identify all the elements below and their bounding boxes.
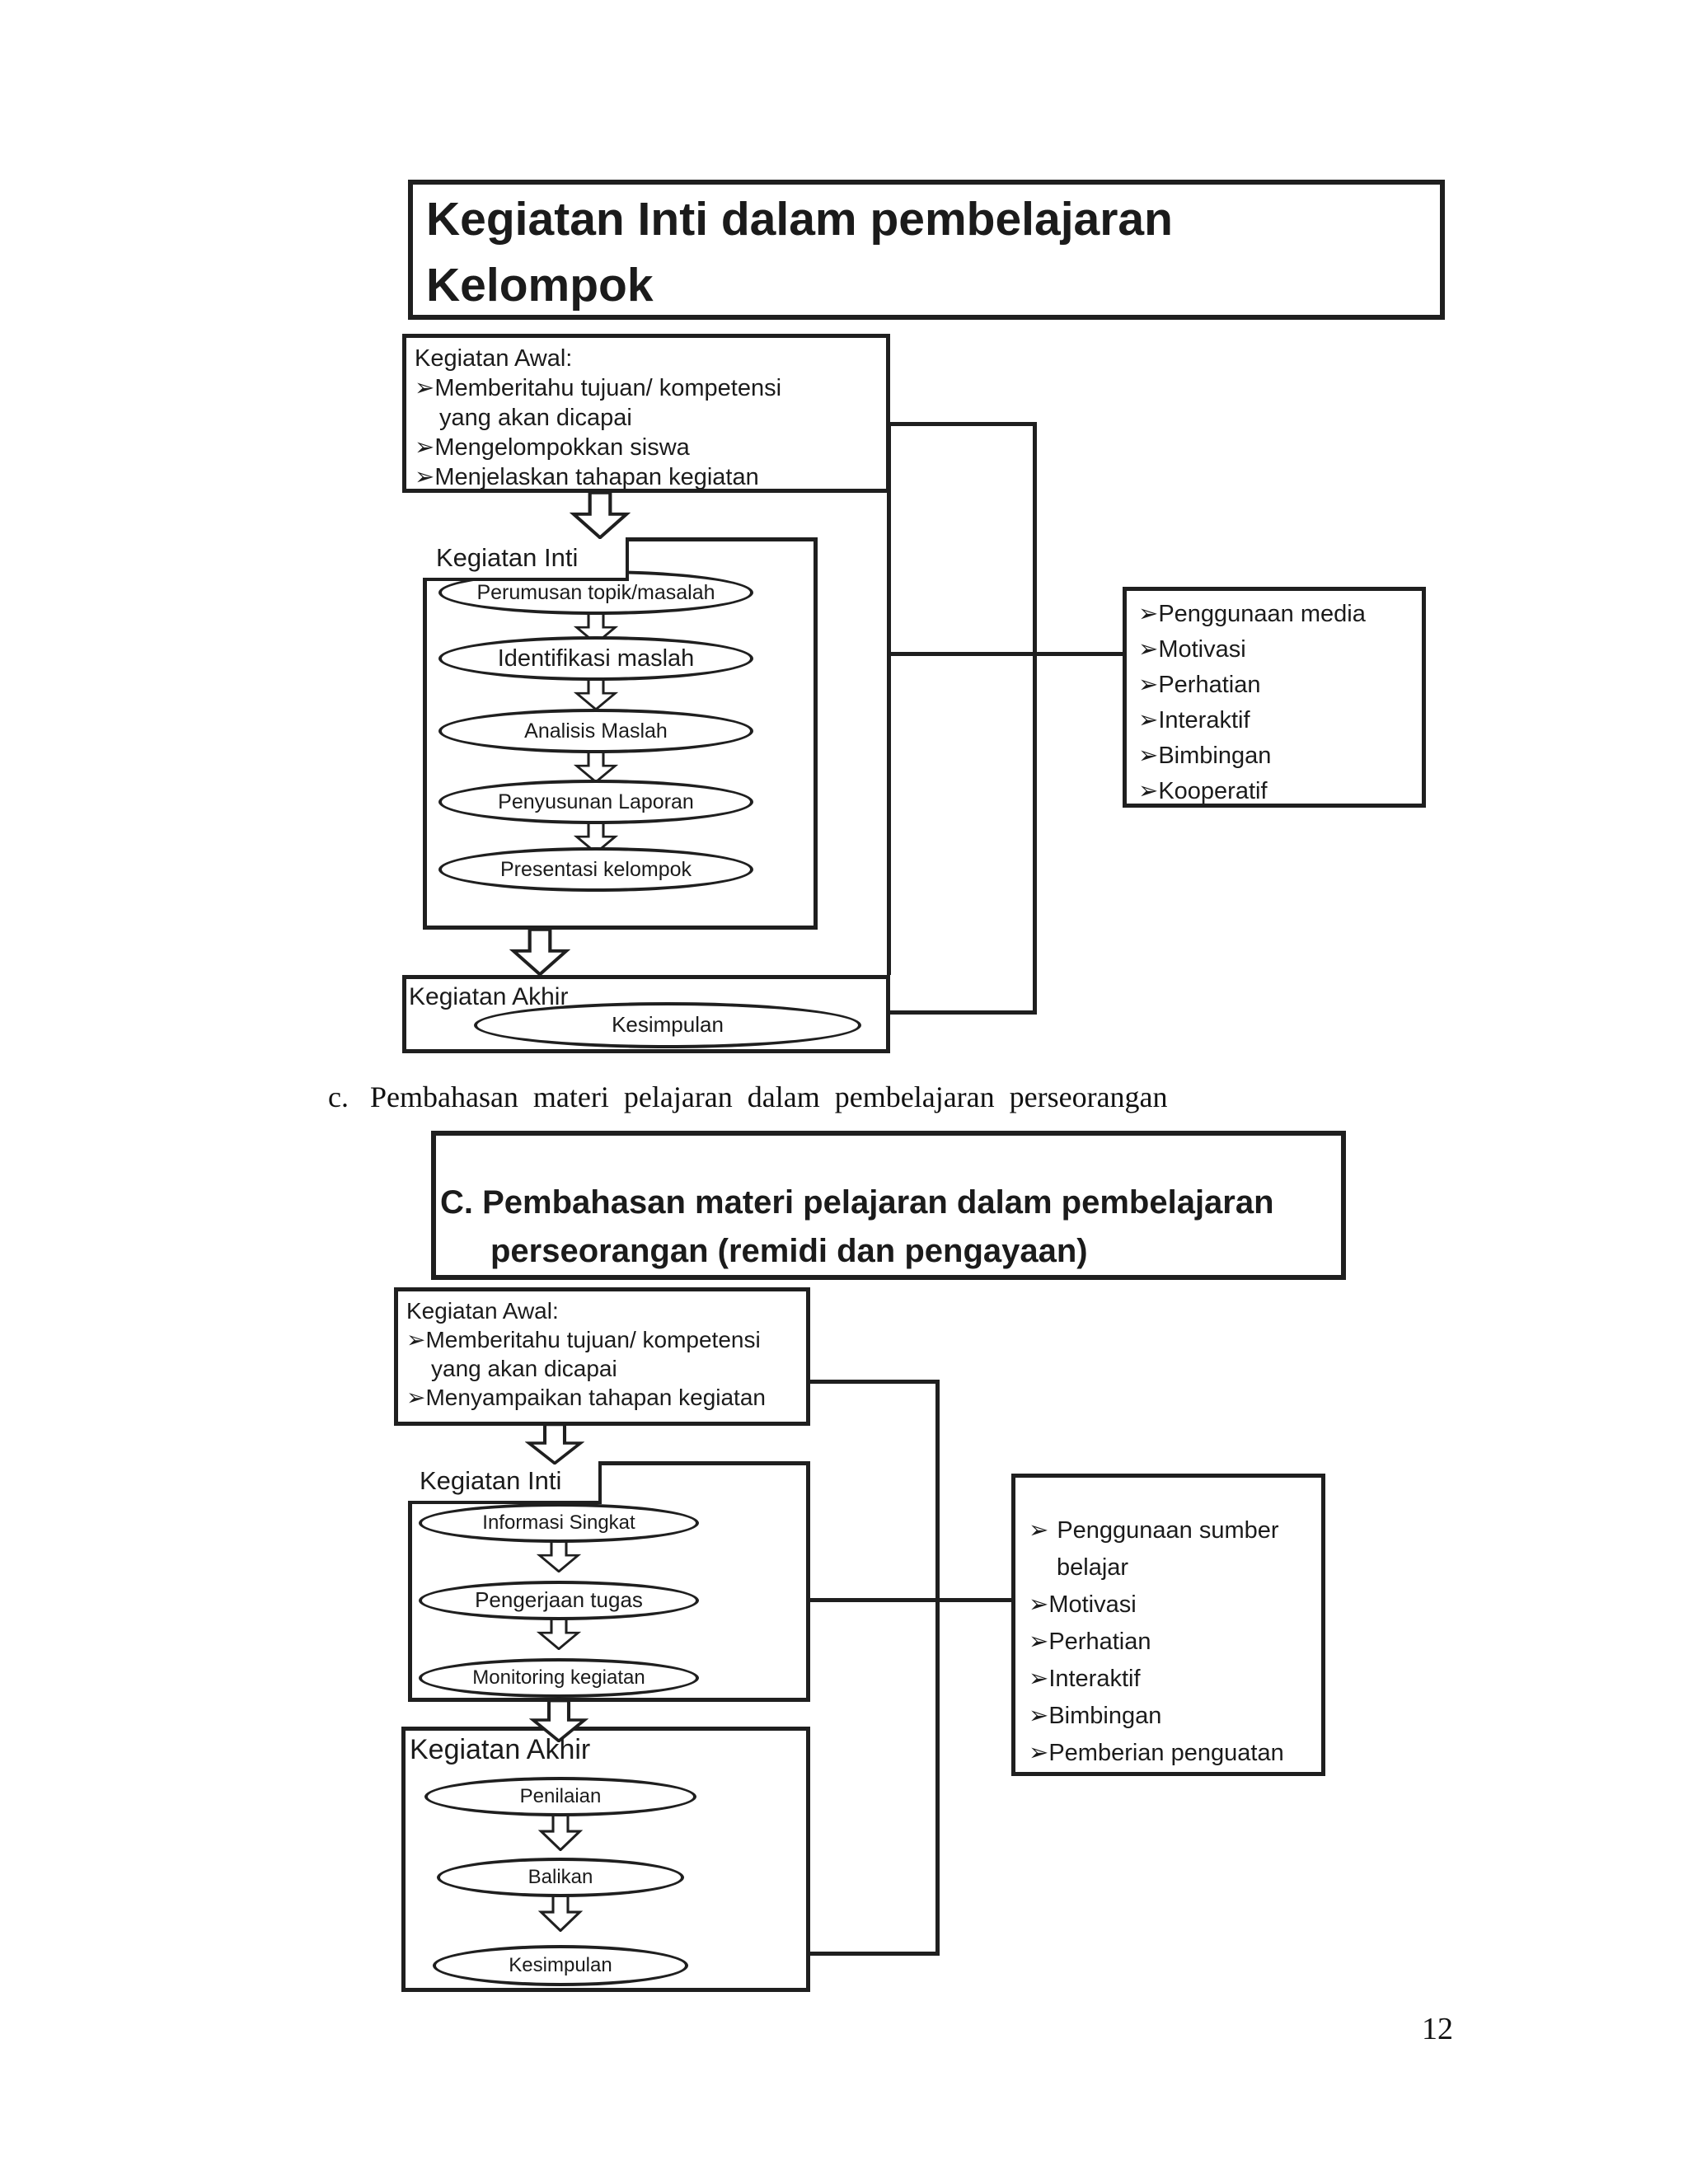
d1-title-line2: Kelompok bbox=[426, 259, 654, 312]
bullet-icon: ➢ bbox=[1138, 743, 1159, 769]
list-item: ➢Menyampaikan tahapan kegiatan bbox=[406, 1385, 766, 1410]
bullet-icon: ➢ bbox=[1029, 1703, 1049, 1729]
d2-kegiatan-awal-label: Kegiatan Awal: bbox=[406, 1298, 559, 1324]
bullet-icon: ➢ bbox=[1029, 1740, 1049, 1766]
d1-step-ellipse: Presentasi kelompok bbox=[438, 847, 753, 892]
bullet-icon: ➢ bbox=[415, 375, 435, 401]
d1-connector-rail-left bbox=[887, 422, 891, 975]
list-item: ➢Memberitahu tujuan/ kompetensi yang aka… bbox=[406, 1327, 761, 1381]
list-item: ➢Motivasi bbox=[1029, 1591, 1137, 1618]
down-arrow-icon bbox=[570, 491, 631, 539]
d1-step-ellipse: Analisis Maslah bbox=[438, 709, 753, 753]
d2-akhir-step-ellipse: Balikan bbox=[437, 1858, 684, 1897]
down-arrow-icon bbox=[537, 1617, 581, 1650]
d2-step-ellipse: Informasi Singkat bbox=[419, 1503, 699, 1543]
d2-title-line1: C. Pembahasan materi pelajaran dalam pem… bbox=[440, 1184, 1274, 1221]
bullet-icon: ➢ bbox=[1138, 601, 1159, 627]
list-item: ➢Motivasi bbox=[1138, 636, 1246, 663]
bullet-icon: ➢ bbox=[415, 434, 435, 461]
d1-kegiatan-awal-label: Kegiatan Awal: bbox=[415, 345, 573, 372]
d1-side-notes-box: ➢Penggunaan media ➢Motivasi ➢Perhatian ➢… bbox=[1123, 587, 1426, 808]
list-item: ➢Interaktif bbox=[1138, 707, 1250, 733]
bullet-icon: ➢ bbox=[1029, 1517, 1049, 1544]
bullet-icon: ➢ bbox=[1138, 778, 1159, 804]
d1-connector-to-notes bbox=[887, 652, 1123, 656]
caption-index: c. bbox=[328, 1080, 349, 1113]
d1-connector-rail-right bbox=[1033, 422, 1037, 1015]
list-item: ➢Memberitahu tujuan/ kompetensi yang aka… bbox=[415, 375, 782, 431]
down-arrow-icon bbox=[538, 1894, 583, 1932]
d1-kegiatan-awal-box: Kegiatan Awal: ➢Memberitahu tujuan/ komp… bbox=[402, 334, 890, 493]
list-item: ➢Menjelaskan tahapan kegiatan bbox=[415, 464, 759, 490]
down-arrow-icon bbox=[538, 1813, 583, 1851]
d2-akhir-step-ellipse: Penilaian bbox=[424, 1777, 696, 1816]
bullet-icon: ➢ bbox=[406, 1327, 426, 1352]
bullet-icon: ➢ bbox=[1138, 707, 1159, 733]
d1-kegiatan-inti-tab: Kegiatan Inti bbox=[423, 537, 629, 581]
d2-kegiatan-inti-tab: Kegiatan Inti bbox=[408, 1461, 602, 1504]
d2-title-line2: perseorangan (remidi dan pengayaan) bbox=[490, 1233, 1088, 1269]
list-item: ➢Bimbingan bbox=[1138, 743, 1272, 769]
down-arrow-icon bbox=[537, 1540, 581, 1572]
d1-title-line1: Kegiatan Inti dalam pembelajaran bbox=[426, 193, 1173, 246]
down-arrow-icon bbox=[509, 928, 570, 976]
bullet-icon: ➢ bbox=[406, 1385, 426, 1410]
list-item: ➢Mengelompokkan siswa bbox=[415, 434, 690, 461]
d2-step-ellipse: Monitoring kegiatan bbox=[419, 1658, 699, 1698]
bullet-icon: ➢ bbox=[1138, 672, 1159, 698]
d1-title-box: Kegiatan Inti dalam pembelajaran Kelompo… bbox=[408, 180, 1445, 320]
d2-kegiatan-awal-box: Kegiatan Awal: ➢Memberitahu tujuan/ komp… bbox=[394, 1287, 810, 1426]
d2-connector-top bbox=[810, 1380, 940, 1384]
list-item: ➢Pemberian penguatan bbox=[1029, 1740, 1284, 1766]
page-number: 12 bbox=[1422, 2012, 1453, 2046]
d2-connector-to-notes bbox=[810, 1598, 1015, 1602]
d2-akhir-step-ellipse: Kesimpulan bbox=[433, 1945, 688, 1986]
list-item: ➢Perhatian bbox=[1029, 1629, 1151, 1655]
d1-connector-bottom bbox=[887, 1010, 1037, 1015]
down-arrow-icon bbox=[574, 677, 618, 710]
d2-title-box: C. Pembahasan materi pelajaran dalam pem… bbox=[431, 1131, 1346, 1280]
list-item: ➢Penggunaan media bbox=[1138, 601, 1366, 627]
d2-connector-bottom bbox=[810, 1952, 940, 1956]
bullet-icon: ➢ bbox=[1138, 636, 1159, 663]
bullet-icon: ➢ bbox=[415, 464, 435, 490]
body-caption: c. Pembahasan materi pelajaran dalam pemb… bbox=[328, 1080, 1317, 1114]
bullet-icon: ➢ bbox=[1029, 1666, 1049, 1692]
down-arrow-icon bbox=[525, 1423, 584, 1465]
list-item: ➢Bimbingan bbox=[1029, 1703, 1162, 1729]
list-item: ➢Interaktif bbox=[1029, 1666, 1141, 1692]
down-arrow-icon bbox=[574, 750, 618, 783]
list-item: ➢Penggunaan sumber belajar bbox=[1029, 1517, 1279, 1581]
d2-side-notes-box: ➢Penggunaan sumber belajar ➢Motivasi ➢Pe… bbox=[1011, 1474, 1325, 1776]
d2-step-ellipse: Pengerjaan tugas bbox=[419, 1581, 699, 1620]
d1-connector-top bbox=[887, 422, 1037, 426]
d2-connector-rail bbox=[935, 1380, 940, 1956]
bullet-icon: ➢ bbox=[1029, 1629, 1049, 1655]
bullet-icon: ➢ bbox=[1029, 1591, 1049, 1618]
list-item: ➢Perhatian bbox=[1138, 672, 1261, 698]
list-item: ➢Kooperatif bbox=[1138, 778, 1268, 804]
d1-kesimpulan-ellipse: Kesimpulan bbox=[474, 1002, 861, 1048]
caption-text: Pembahasan materi pelajaran dalam pembel… bbox=[369, 1080, 1168, 1113]
d1-step-ellipse: Identifikasi maslah bbox=[438, 636, 753, 681]
d1-step-ellipse: Penyusunan Laporan bbox=[438, 780, 753, 824]
